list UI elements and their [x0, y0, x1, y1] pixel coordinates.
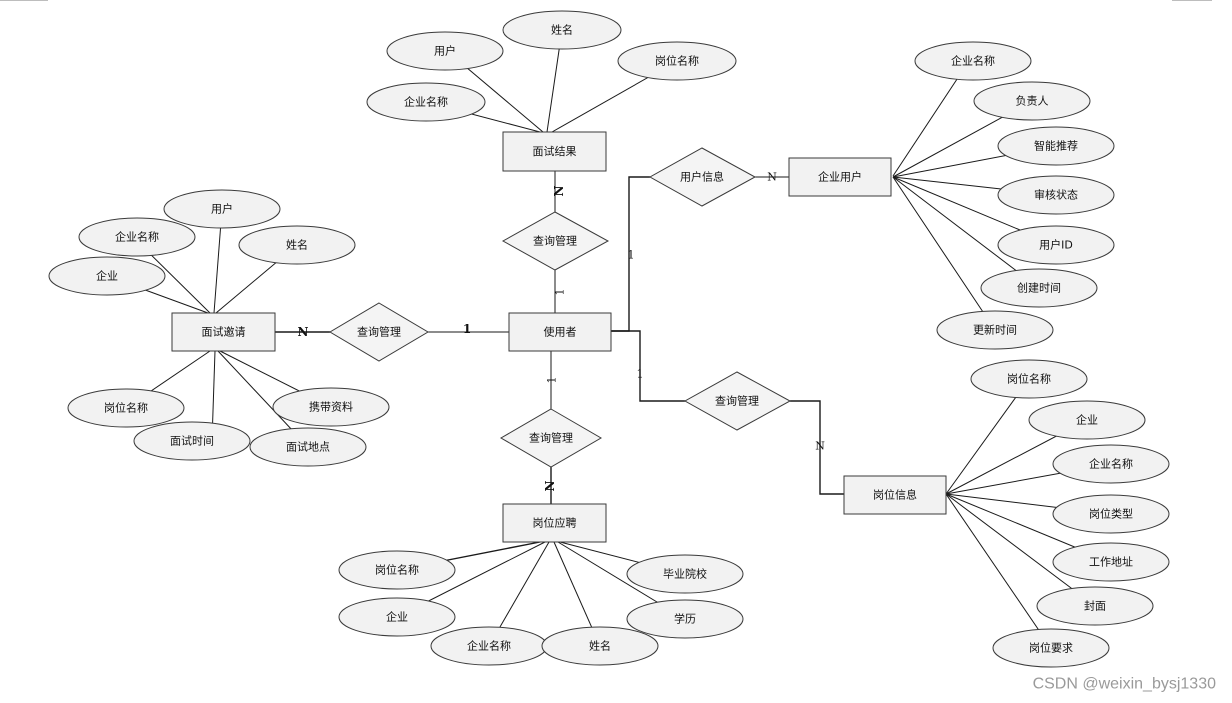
svg-text:企业: 企业	[1076, 413, 1098, 427]
svg-text:企业: 企业	[96, 269, 118, 283]
svg-text:岗位信息: 岗位信息	[873, 488, 917, 502]
attribute-job-title: 岗位名称	[970, 359, 1088, 399]
svg-text:岗位名称: 岗位名称	[1007, 372, 1051, 386]
entity-enterprise-user: 企业用户	[788, 157, 892, 197]
svg-text:用户: 用户	[434, 44, 456, 58]
svg-text:面试邀请: 面试邀请	[202, 325, 246, 339]
cardinality-labels: N 1 N 1 1 N 1 N 1 N	[298, 171, 826, 492]
svg-text:更新时间: 更新时间	[973, 323, 1017, 337]
cardinality-bottom-n: N	[543, 480, 557, 491]
svg-text:企业名称: 企业名称	[467, 639, 511, 653]
watermark: CSDN @weixin_bysj1330	[1033, 676, 1217, 693]
attribute-application-job-title: 岗位名称	[338, 550, 456, 590]
svg-text:姓名: 姓名	[286, 238, 308, 252]
attribute-job-address: 工作地址	[1052, 542, 1170, 582]
attribute-application-education: 学历	[626, 599, 744, 639]
svg-text:携带资料: 携带资料	[309, 400, 353, 414]
attribute-invitation-company-name: 企业名称	[78, 217, 196, 257]
attribute-invitation-location: 面试地点	[249, 427, 367, 467]
svg-text:用户ID: 用户ID	[1039, 238, 1073, 252]
svg-text:岗位名称: 岗位名称	[104, 401, 148, 415]
cardinality-top-1: 1	[554, 289, 567, 296]
cardinality-user-info-1: 1	[628, 249, 635, 262]
svg-text:查询管理: 查询管理	[529, 431, 573, 445]
svg-text:查询管理: 查询管理	[715, 394, 759, 408]
attribute-enterprise-review-status: 审核状态	[997, 175, 1115, 215]
svg-text:使用者: 使用者	[544, 326, 577, 339]
relationship-query-bottom: 查询管理	[500, 408, 602, 468]
relationship-query-left: 查询管理	[329, 302, 429, 362]
attribute-application-company-name: 企业名称	[430, 626, 548, 666]
attribute-enterprise-owner: 负责人	[973, 81, 1091, 121]
attribute-enterprise-updated-at: 更新时间	[936, 310, 1054, 350]
entity-job-application: 岗位应聘	[502, 503, 607, 543]
entity-interview-result: 面试结果	[502, 131, 607, 172]
svg-text:企业名称: 企业名称	[1089, 457, 1133, 471]
attribute-interview-result-company-name: 企业名称	[366, 82, 486, 122]
relationship-query-right: 查询管理	[683, 371, 792, 431]
cardinality-right-1: 1	[637, 368, 644, 381]
svg-text:企业名称: 企业名称	[951, 54, 995, 68]
svg-text:企业名称: 企业名称	[115, 230, 159, 244]
attribute-job-type: 岗位类型	[1052, 494, 1170, 534]
attribute-invitation-materials: 携带资料	[272, 387, 390, 427]
attribute-interview-result-job-title: 岗位名称	[617, 41, 737, 81]
relationship-user-info: 用户信息	[648, 147, 757, 207]
svg-text:学历: 学历	[674, 612, 696, 626]
svg-text:毕业院校: 毕业院校	[663, 567, 707, 581]
attribute-job-company: 企业	[1028, 400, 1146, 440]
attribute-job-requirements: 岗位要求	[992, 628, 1110, 668]
svg-text:岗位类型: 岗位类型	[1089, 507, 1133, 521]
entity-interview-invitation: 面试邀请	[171, 312, 276, 352]
svg-text:智能推荐: 智能推荐	[1034, 139, 1078, 153]
attribute-job-cover: 封面	[1036, 586, 1154, 626]
svg-text:岗位应聘: 岗位应聘	[533, 516, 577, 530]
cardinality-bottom-1: 1	[546, 377, 559, 384]
svg-text:审核状态: 审核状态	[1034, 188, 1078, 202]
cardinality-user-info-n: N	[767, 171, 777, 184]
svg-text:面试结果: 面试结果	[533, 145, 577, 158]
attribute-enterprise-user-id: 用户ID	[997, 225, 1115, 265]
svg-text:岗位要求: 岗位要求	[1029, 641, 1073, 655]
attribute-enterprise-company-name: 企业名称	[914, 41, 1032, 81]
relationship-query-top: 查询管理	[501, 211, 610, 271]
cardinality-left-1: 1	[463, 322, 471, 336]
cardinality-right-n: N	[815, 440, 825, 453]
attribute-application-school: 毕业院校	[626, 554, 744, 594]
attribute-enterprise-smart-recommend: 智能推荐	[997, 126, 1115, 166]
svg-text:企业: 企业	[386, 610, 408, 624]
svg-text:面试地点: 面试地点	[286, 441, 330, 454]
attribute-invitation-name: 姓名	[238, 225, 356, 265]
attribute-job-company-name: 企业名称	[1052, 444, 1170, 484]
svg-text:姓名: 姓名	[551, 23, 573, 37]
attribute-interview-result-name: 姓名	[502, 10, 622, 50]
entity-job-info: 岗位信息	[843, 475, 947, 515]
svg-text:工作地址: 工作地址	[1089, 555, 1133, 569]
svg-text:负责人: 负责人	[1016, 94, 1049, 108]
svg-text:查询管理: 查询管理	[357, 325, 401, 339]
svg-text:查询管理: 查询管理	[533, 234, 577, 248]
entity-user: 使用者	[508, 312, 612, 352]
svg-text:面试时间: 面试时间	[170, 435, 214, 448]
svg-text:姓名: 姓名	[589, 639, 611, 653]
attribute-enterprise-created-at: 创建时间	[980, 268, 1098, 308]
svg-text:封面: 封面	[1084, 599, 1106, 613]
attribute-application-company: 企业	[338, 597, 456, 637]
cardinality-top-n: N	[552, 185, 566, 196]
svg-text:企业名称: 企业名称	[404, 95, 448, 109]
svg-text:用户信息: 用户信息	[680, 170, 724, 184]
attribute-invitation-company: 企业	[48, 256, 166, 296]
attribute-invitation-user: 用户	[163, 189, 281, 229]
attribute-invitation-time: 面试时间	[133, 421, 251, 461]
attribute-invitation-job-title: 岗位名称	[67, 388, 185, 428]
svg-text:用户: 用户	[211, 202, 233, 216]
attribute-interview-result-user: 用户	[386, 31, 504, 71]
svg-text:岗位名称: 岗位名称	[655, 54, 699, 68]
cardinality-left-n: N	[298, 325, 309, 339]
svg-text:企业用户: 企业用户	[818, 170, 862, 184]
svg-text:岗位名称: 岗位名称	[375, 563, 419, 577]
attribute-application-name: 姓名	[541, 626, 659, 666]
svg-text:创建时间: 创建时间	[1017, 281, 1061, 295]
